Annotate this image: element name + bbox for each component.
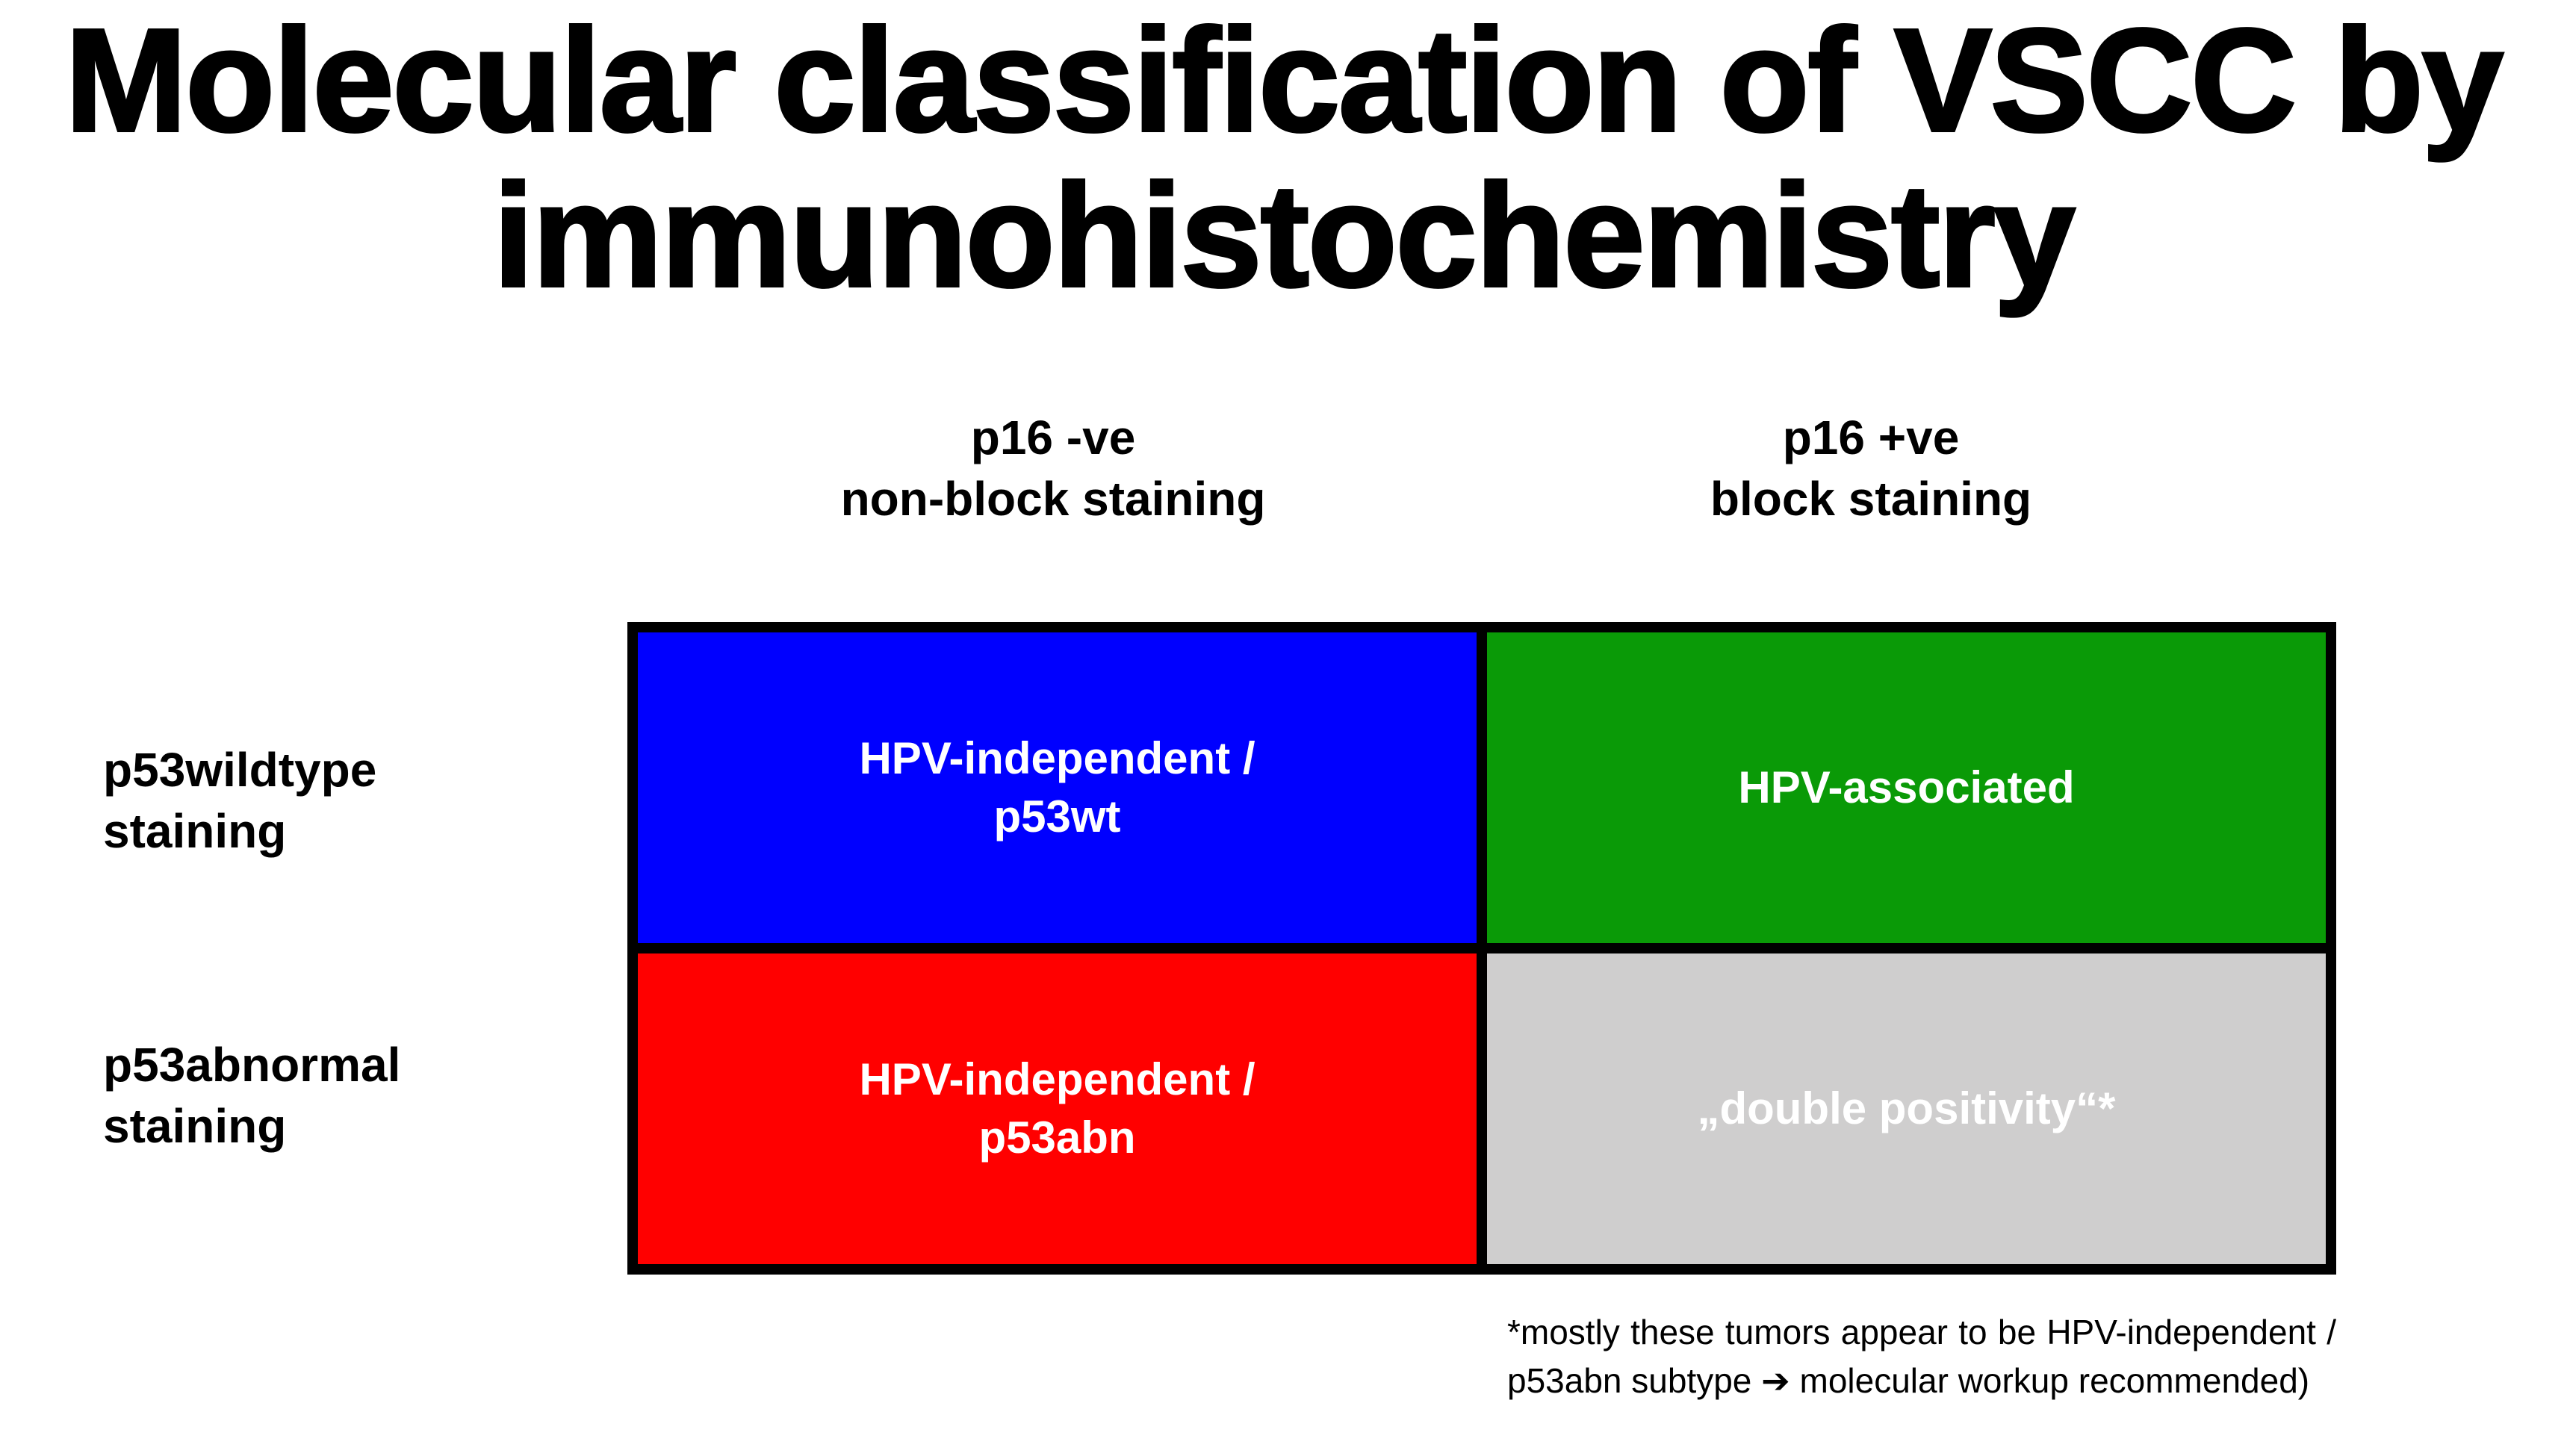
- column-header-p16-positive: p16 +ve block staining: [1710, 411, 2032, 526]
- matrix-cell-hpv-associated[interactable]: HPV-associated: [1487, 632, 2326, 943]
- footnote: *mostly these tumors appear to be HPV-in…: [1507, 1308, 2336, 1405]
- footnote-text-after-arrow: molecular workup recommended): [1790, 1361, 2310, 1400]
- matrix-cell-hpv-independent-p53abn[interactable]: HPV-independent / p53abn: [638, 953, 1477, 1264]
- matrix-cell-label: „double positivity“*: [1697, 1083, 2116, 1133]
- matrix-cell-hpv-independent-p53wt[interactable]: HPV-independent / p53wt: [638, 632, 1477, 943]
- row-header-p53-abnormal: p53abnormal staining: [103, 1038, 401, 1153]
- matrix-cell-label: HPV-independent / p53wt: [859, 733, 1255, 841]
- page-title: Molecular classification of VSCC by immu…: [63, 0, 2505, 317]
- row-header-p53-wildtype: p53wildtype staining: [103, 743, 377, 858]
- arrow-right-icon: ➔: [1761, 1360, 1790, 1401]
- matrix-cell-double-positivity[interactable]: „double positivity“*: [1487, 953, 2326, 1264]
- column-header-p16-negative: p16 -ve non-block staining: [840, 411, 1266, 526]
- classification-matrix: HPV-independent / p53wt HPV-associated H…: [627, 622, 2336, 1275]
- footnote-text-before-arrow: *mostly these tumors appear to be HPV-in…: [1507, 1313, 2336, 1400]
- matrix-cell-label: HPV-independent / p53abn: [859, 1054, 1255, 1163]
- matrix-cell-label: HPV-associated: [1738, 762, 2075, 812]
